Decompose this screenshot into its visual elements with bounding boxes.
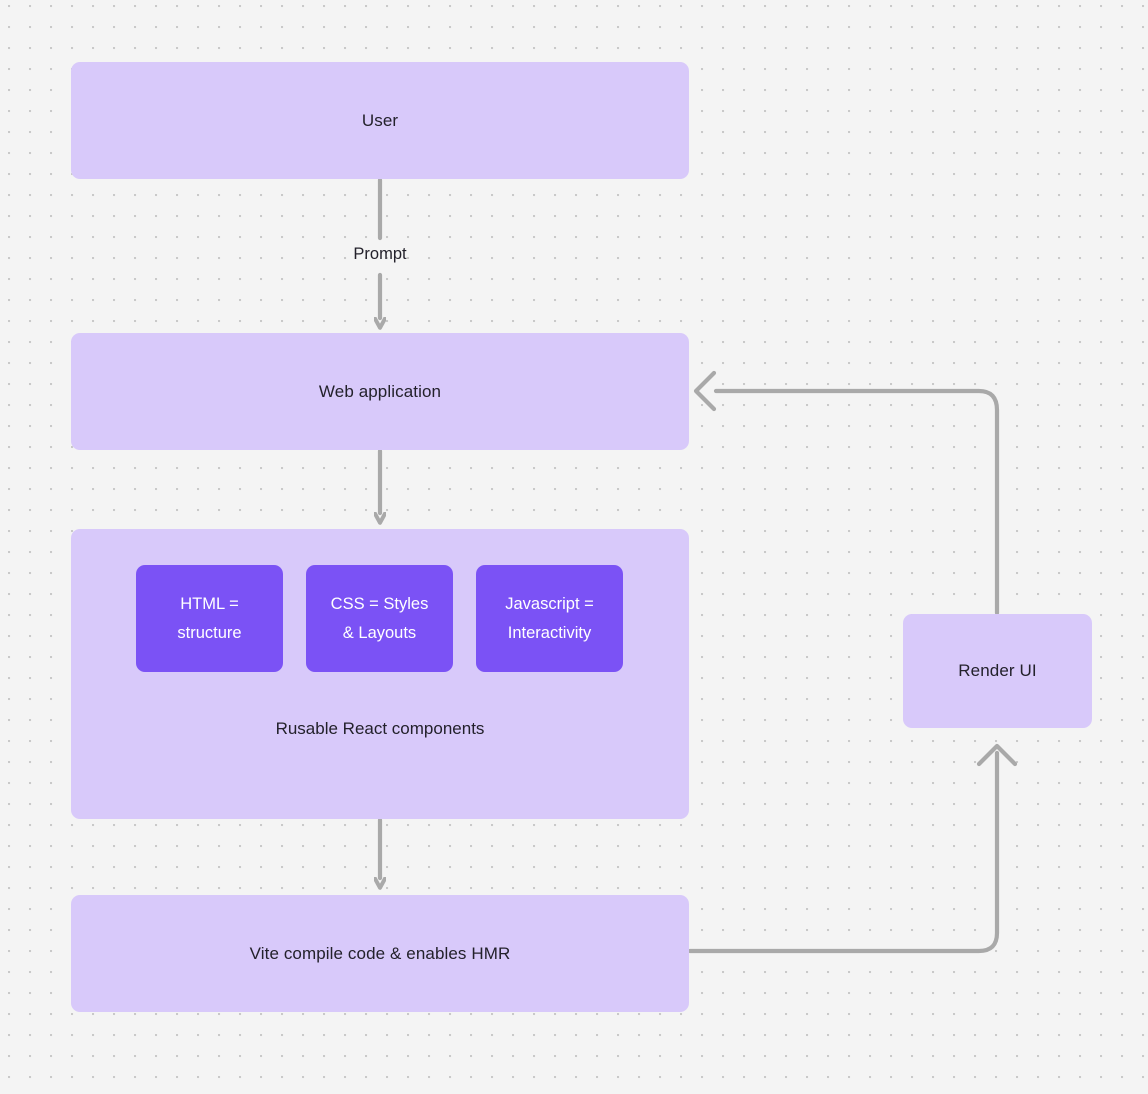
card-css-text: CSS = Styles& Layouts: [330, 595, 429, 642]
node-render-ui-label: Render UI: [958, 661, 1037, 680]
node-user-label: User: [361, 110, 399, 130]
node-web-application-label: Web application: [318, 381, 442, 401]
edge-render-to-webapp: [693, 370, 1000, 616]
node-user[interactable]: User: [71, 62, 689, 179]
card-javascript[interactable]: Javascript =Interactivity: [476, 565, 623, 672]
node-reusable-react-components-label: Rusable React components: [275, 719, 485, 738]
node-vite-compile[interactable]: Vite compile code & enables HMR: [71, 895, 689, 1012]
card-javascript-text: Javascript =Interactivity: [505, 595, 594, 642]
card-html[interactable]: HTML =structure: [136, 565, 283, 672]
card-css[interactable]: CSS = Styles& Layouts: [306, 565, 453, 672]
node-web-application[interactable]: Web application: [71, 333, 689, 450]
edge-label-prompt: Prompt: [353, 245, 407, 263]
edge-vite-to-render: [687, 743, 1018, 954]
card-html-text: HTML =structure: [177, 595, 242, 642]
node-vite-compile-label: Vite compile code & enables HMR: [249, 943, 511, 963]
node-render-ui[interactable]: Render UI: [903, 614, 1092, 728]
node-reusable-react-components[interactable]: HTML =structure CSS = Styles& Layouts Ja…: [71, 529, 689, 819]
